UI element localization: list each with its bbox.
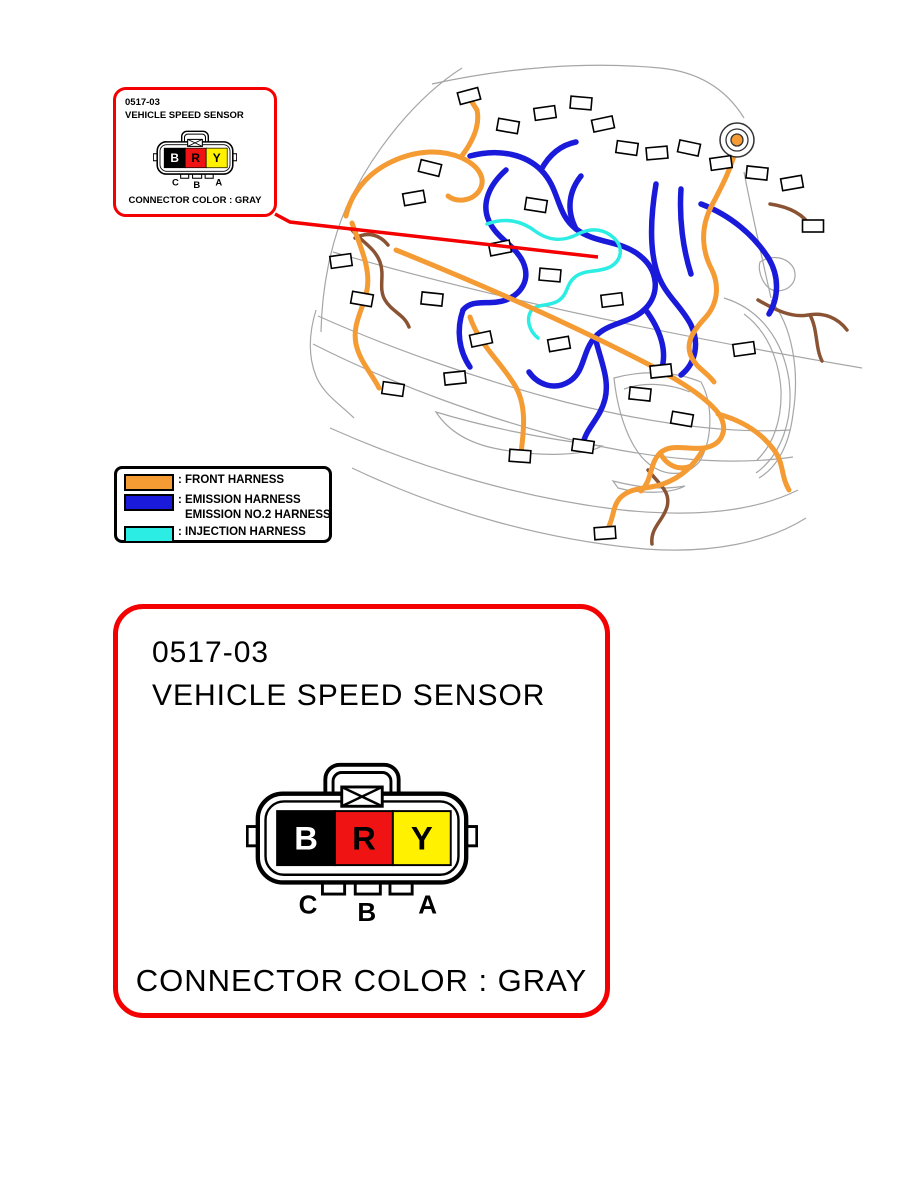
terminal-label-c: C bbox=[172, 177, 179, 188]
emission-harness-swatch bbox=[124, 494, 174, 511]
sensor-callout-detail: 0517-03 VEHICLE SPEED SENSOR B R Y C B A… bbox=[113, 604, 610, 1018]
pin-r bbox=[333, 810, 394, 867]
terminal-label-a: A bbox=[418, 889, 437, 919]
engine-bay-harness-illustration bbox=[274, 64, 863, 551]
leader-line bbox=[274, 212, 599, 259]
legend-item-injection-harness: : INJECTION HARNESS bbox=[124, 525, 329, 543]
sensor-title: VEHICLE SPEED SENSOR bbox=[125, 110, 244, 121]
svg-text:B: B bbox=[294, 820, 318, 857]
connector-color-caption-large: CONNECTOR COLOR : GRAY bbox=[135, 963, 588, 998]
grommet bbox=[719, 122, 755, 158]
legend-item-emission-harness: : EMISSION HARNESS EMISSION NO.2 HARNESS bbox=[124, 493, 331, 523]
injection-harness-paths bbox=[485, 218, 623, 340]
injection-harness-swatch bbox=[124, 526, 174, 543]
section-code-large: 0517-03 bbox=[152, 636, 270, 669]
sensor-callout-thumbnail: 0517-03 VEHICLE SPEED SENSOR B R Y C B A… bbox=[113, 87, 277, 217]
svg-text:R: R bbox=[352, 820, 376, 857]
sensor-title-large: VEHICLE SPEED SENSOR bbox=[152, 679, 546, 712]
svg-text:Y: Y bbox=[410, 820, 432, 857]
connector-face-diagram-large: B R Y C B A bbox=[245, 762, 478, 923]
section-code: 0517-03 bbox=[125, 97, 160, 108]
connector-boxes bbox=[328, 86, 825, 541]
connector-color-caption: CONNECTOR COLOR : GRAY bbox=[128, 195, 262, 206]
secondary-harness-paths bbox=[350, 202, 849, 546]
pin-y bbox=[391, 810, 452, 867]
harness-legend: : FRONT HARNESS : EMISSION HARNESS EMISS… bbox=[114, 466, 332, 543]
pin-b bbox=[275, 810, 336, 867]
terminal-label-c: C bbox=[298, 889, 317, 919]
emission-harness-paths bbox=[456, 139, 780, 447]
terminal-label-b: B bbox=[193, 180, 200, 189]
terminal-label-a: A bbox=[215, 177, 222, 188]
pin-y bbox=[205, 147, 228, 169]
svg-text:R: R bbox=[191, 151, 200, 165]
front-harness-swatch bbox=[124, 474, 174, 491]
latch-lock bbox=[187, 138, 203, 147]
legend-item-front-harness: : FRONT HARNESS bbox=[124, 473, 329, 491]
connector-face-diagram-small: B R Y C B A bbox=[153, 130, 237, 189]
svg-text:Y: Y bbox=[213, 151, 221, 165]
svg-text:B: B bbox=[170, 151, 179, 165]
latch-lock bbox=[339, 785, 384, 808]
terminal-label-b: B bbox=[357, 897, 376, 923]
